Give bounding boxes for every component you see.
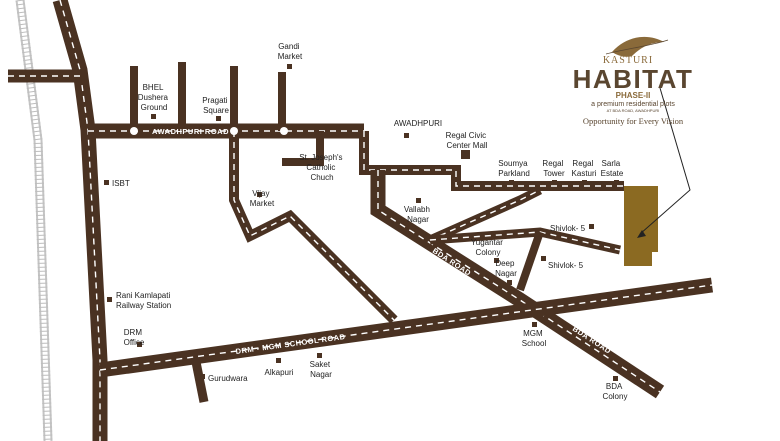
place-drm-office: DRM Office (124, 328, 145, 347)
place-deep-nagar: Deep Nagar (495, 259, 517, 278)
project-site-plot[interactable] (624, 186, 658, 266)
brand-name-top: KASTURI (603, 55, 653, 66)
place-st-joseph: St. Joseph's Catholic Chuch (299, 153, 345, 182)
place-shivlok-lower: Shivlok- 5 (548, 261, 584, 270)
road-network (8, 0, 714, 441)
place-vallabh-nagar: Vallabh Nagar (404, 205, 432, 224)
site-pointer-arrow-icon (637, 230, 646, 238)
main-vertical-road (52, 0, 108, 441)
place-sarla-estate: Sarla Estate (601, 159, 624, 178)
place-bda-colony: BDA Colony (603, 382, 628, 401)
brand-slogan: Opportunity for Every Vision (583, 116, 684, 126)
brand-logo (605, 36, 669, 57)
place-isbt: ISBT (112, 179, 130, 188)
place-mgm-school: MGM School (522, 329, 547, 348)
place-vijay-market: Vijay Market (250, 189, 275, 208)
site-pointer-line (639, 87, 691, 235)
place-pragati-square: Pragati Square (202, 96, 230, 115)
place-rani-kamlapati: Rani Kamlapati Railway Station (116, 291, 172, 310)
place-regal-tower: Regal Tower (542, 159, 565, 178)
railway-line (15, 0, 53, 441)
place-yugantar-colony: Yugantar Colony (471, 238, 505, 257)
place-bhel: BHEL Dushera Ground (138, 83, 170, 112)
brand-tagline: a premium residential plots (591, 101, 675, 108)
road-label-awadhpuri: AWADHPURI ROAD (152, 127, 229, 136)
place-alkapuri: Alkapuri (265, 368, 294, 377)
place-shivlok-upper: Shivlok- 5 (550, 224, 586, 233)
place-gurudwara: Gurudwara (208, 374, 248, 383)
brand-location: AT BDA ROAD, AWADHPURI (607, 108, 660, 113)
place-soumya: Soumya Parkland (498, 159, 530, 178)
place-regal-kasturi: Regal Kasturi (572, 159, 597, 178)
place-gandi-market: Gandi Market (278, 42, 303, 61)
landmark-markers (104, 64, 619, 381)
place-regal-civic: Regal Civic Center Mall (446, 131, 489, 150)
brand-name-main: HABITAT (573, 64, 694, 94)
brand-phase: PHASE-II (616, 91, 651, 100)
place-awadhpuri: AWADHPURI (394, 119, 442, 128)
place-saket-nagar: Saket Nagar (310, 360, 333, 379)
